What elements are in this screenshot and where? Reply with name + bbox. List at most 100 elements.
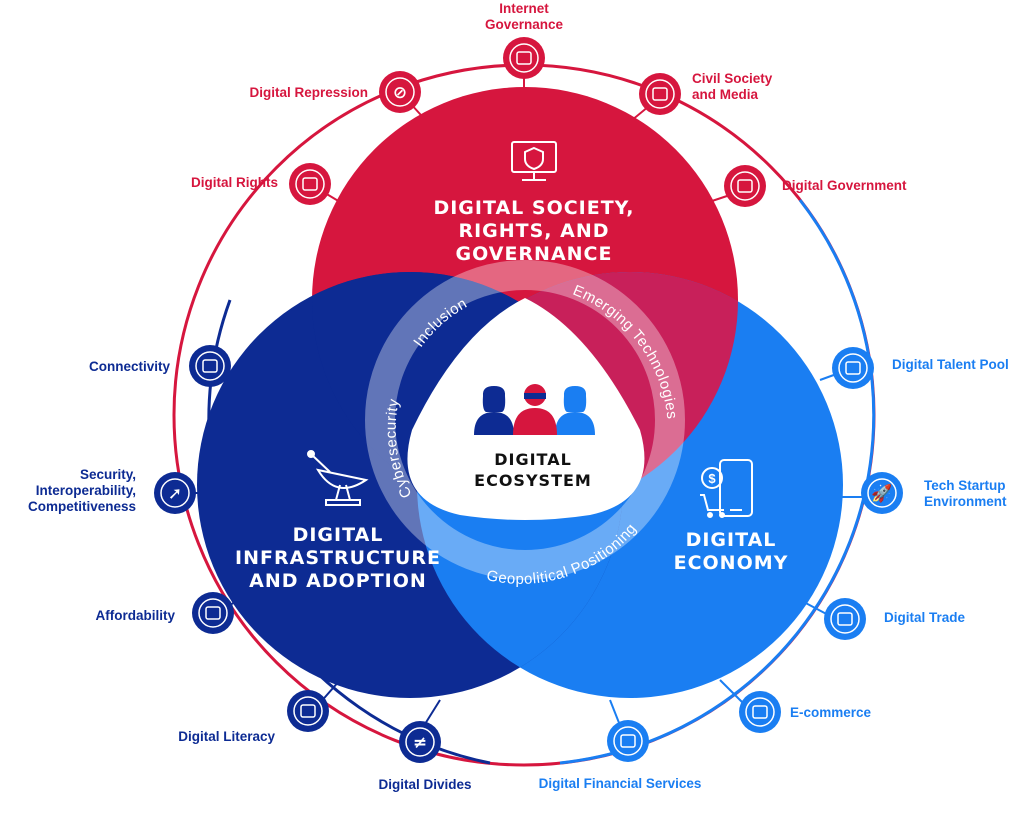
ring-node: Connectivity	[89, 345, 231, 387]
ring-node-label: Digital Financial Services	[539, 776, 702, 791]
ring-node: ⊘ Digital Repression	[249, 71, 421, 113]
ring-node-circle	[192, 592, 234, 634]
ring-node-label: Digital Divides	[378, 777, 471, 792]
ring-node: ➚ Security,Interoperability,Competitivene…	[28, 467, 196, 514]
network-icon	[509, 43, 539, 73]
government-building-icon-shape	[737, 179, 753, 193]
crosscutting-ring	[365, 260, 685, 580]
ring-node-circle	[287, 690, 329, 732]
ring-node-label: Environment	[924, 494, 1007, 509]
ring-node-label: Tech Startup	[924, 478, 1006, 493]
not-equal-icon	[405, 727, 435, 757]
ring-node-circle	[503, 37, 545, 79]
ring-node-circle	[289, 163, 331, 205]
network-icon-shape	[516, 51, 532, 65]
ring-node-label: Digital Literacy	[178, 729, 275, 744]
ring-node-circle	[607, 720, 649, 762]
ring-node-label: Connectivity	[89, 359, 171, 374]
ring-node-circle	[861, 472, 903, 514]
infrastructure-title-line2: INFRASTRUCTURE	[235, 547, 441, 569]
prohibited-icon	[385, 77, 415, 107]
ring-node-label: Interoperability,	[36, 483, 136, 498]
ring-node-label: E-commerce	[790, 705, 872, 720]
person-star-icon	[838, 353, 868, 383]
cursor-icon-glyph: ➚	[168, 484, 182, 504]
ring-node-circle	[739, 691, 781, 733]
svg-text:$: $	[708, 471, 716, 486]
society-title-line2: RIGHTS, AND	[458, 220, 609, 242]
rocket-icon-glyph: 🚀	[871, 483, 892, 504]
center-shape	[407, 298, 645, 520]
people-icon	[474, 384, 595, 435]
circuit-chip-icon	[295, 169, 325, 199]
ring-node-circle	[639, 73, 681, 115]
society-title-line1: DIGITAL SOCIETY,	[433, 197, 634, 219]
ring-node-label: Digital Trade	[884, 610, 966, 625]
ring-node: Digital Rights	[191, 163, 331, 205]
monitor-shield-icon	[511, 141, 557, 181]
ring-node-circle	[824, 598, 866, 640]
circuit-chip-icon-shape	[302, 177, 318, 191]
ring-node-circle	[189, 345, 231, 387]
cart-window-icon-shape	[752, 705, 768, 719]
card-mouse-icon-shape	[620, 734, 636, 748]
megaphone-network-icon-shape	[652, 87, 668, 101]
ring-node: Digital Government	[724, 165, 907, 207]
ring-node: Digital Financial Services	[539, 720, 702, 791]
satellite-dish-icon	[307, 450, 369, 506]
coin-stack-icon	[198, 598, 228, 628]
person-star-icon-shape	[845, 361, 861, 375]
card-mouse-icon	[613, 726, 643, 756]
cart-window-icon	[745, 697, 775, 727]
ring-node-label: Civil Society	[692, 71, 773, 86]
ring-node: Digital Talent Pool	[832, 347, 1009, 389]
mobile-payment-icon: $	[700, 459, 753, 518]
ring-node-label: Digital Repression	[249, 85, 368, 100]
ring-node-circle	[399, 721, 441, 763]
economy-title-line2: ECONOMY	[674, 552, 789, 574]
ring-node-label: Affordability	[96, 608, 176, 623]
infrastructure-title-line1: DIGITAL	[293, 524, 384, 546]
outer-ring-blue-arc	[559, 199, 876, 765]
document-hand-icon-shape	[300, 704, 316, 718]
center-title-line1: DIGITAL	[494, 450, 572, 469]
ring-node-circle	[154, 472, 196, 514]
ring-node-label: and Media	[692, 87, 759, 102]
document-hand-icon	[293, 696, 323, 726]
phone-globe-icon	[830, 604, 860, 634]
ring-node-label: Governance	[485, 17, 564, 32]
prohibited-icon-glyph: ⊘	[393, 83, 407, 103]
ring-node-circle	[724, 165, 766, 207]
phone-globe-icon-shape	[837, 612, 853, 626]
ring-node-label: Security,	[80, 467, 136, 482]
ring-node-label: Digital Rights	[191, 175, 278, 190]
ring-node-circle	[832, 347, 874, 389]
coin-stack-icon-shape	[205, 606, 221, 620]
cursor-icon	[160, 478, 190, 508]
megaphone-network-icon	[645, 79, 675, 109]
government-building-icon	[730, 171, 760, 201]
ring-node: Digital Trade	[824, 598, 966, 640]
center-title-line2: ECOSYSTEM	[474, 471, 592, 490]
antenna-icon	[195, 351, 225, 381]
ring-node-label: Digital Talent Pool	[892, 357, 1009, 372]
ring-node: Digital Literacy	[178, 690, 329, 744]
society-title-line3: GOVERNANCE	[456, 243, 613, 265]
ring-node-label: Internet	[499, 1, 549, 16]
infrastructure-title-line3: AND ADOPTION	[249, 570, 427, 592]
antenna-icon-shape	[202, 359, 218, 373]
ring-node: E-commerce	[739, 691, 872, 733]
ring-node: ≠ Digital Divides	[378, 721, 472, 792]
ring-node-label: Competitiveness	[28, 499, 136, 514]
economy-title-line1: DIGITAL	[686, 529, 777, 551]
ring-node: Affordability	[96, 592, 234, 634]
ring-node-circle	[379, 71, 421, 113]
not-equal-icon-glyph: ≠	[413, 733, 427, 753]
ring-node-label: Digital Government	[782, 178, 907, 193]
rocket-icon	[867, 478, 897, 508]
